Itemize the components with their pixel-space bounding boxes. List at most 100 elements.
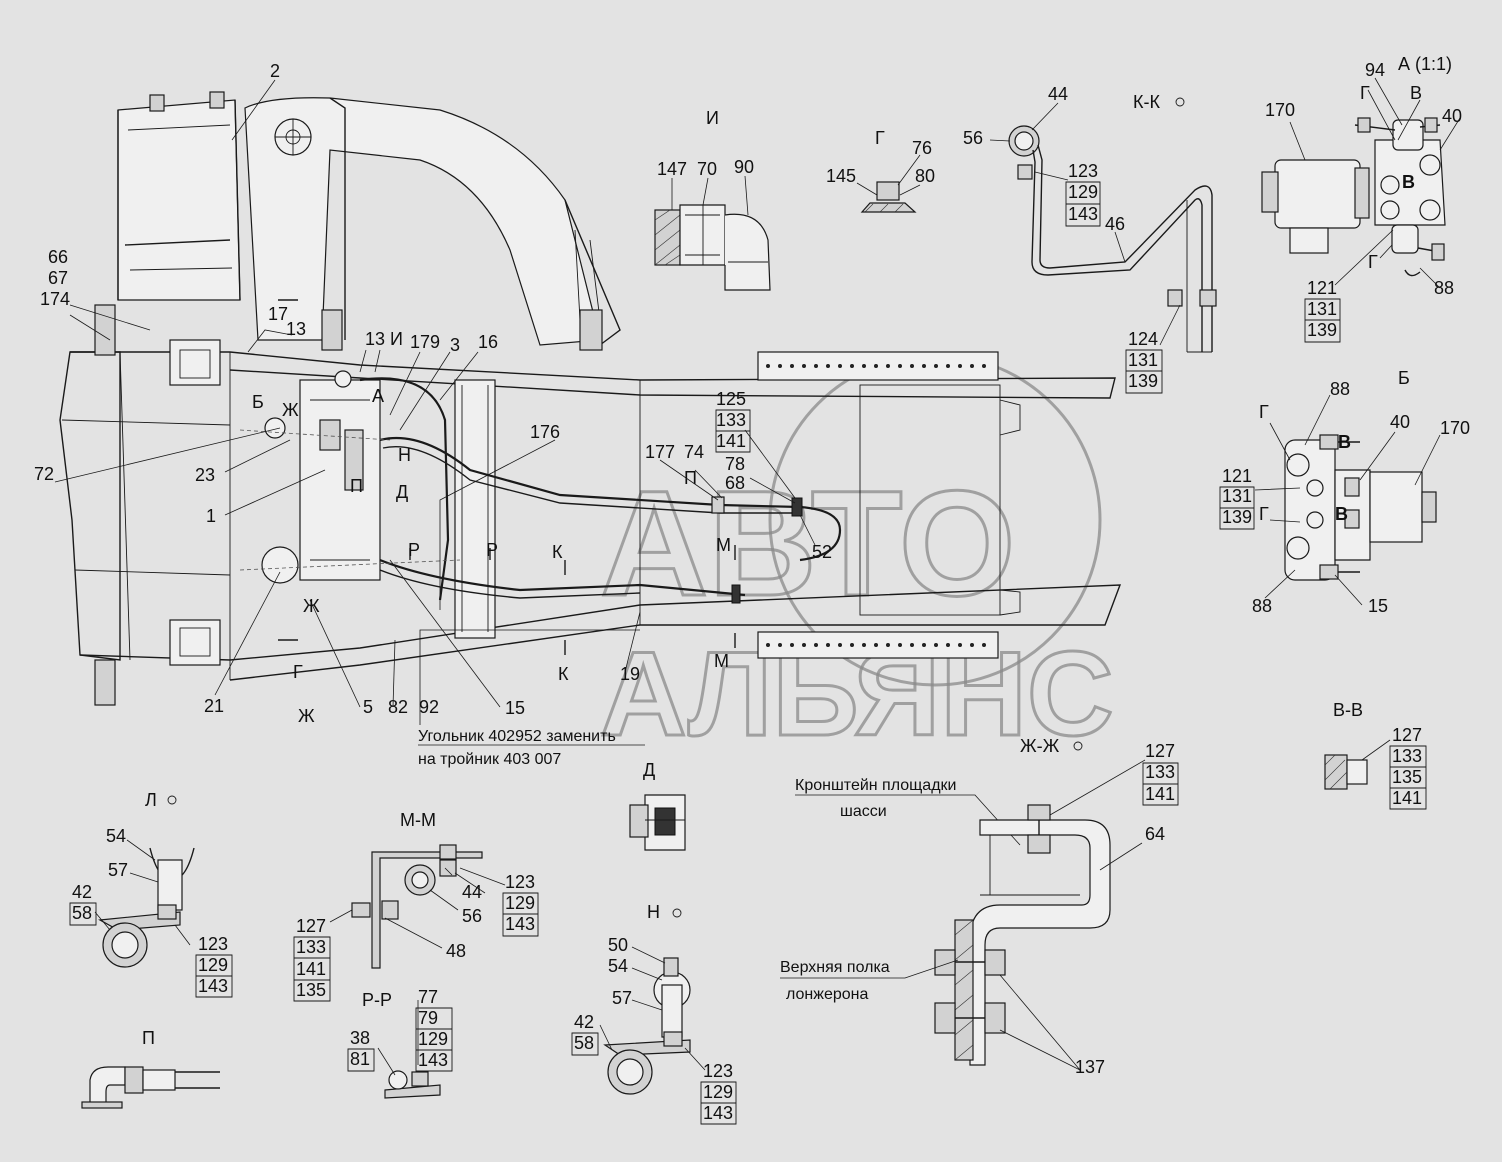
label-176: 176 <box>530 422 560 442</box>
air-duct <box>244 97 601 346</box>
note-replace-line1: Угольник 402952 заменить <box>418 728 616 745</box>
label-76: 76 <box>912 138 932 158</box>
label-1: 1 <box>206 506 216 526</box>
label-42-b: 42 <box>574 1012 594 1032</box>
label-15-a: 15 <box>505 698 525 718</box>
rail-hole <box>826 364 830 368</box>
cab-section <box>59 351 121 661</box>
label-79: 79 <box>418 1008 438 1028</box>
main-assembly-view <box>54 79 1122 725</box>
rail-hole <box>790 643 794 647</box>
label-V-b1: В <box>1338 432 1351 452</box>
rail-hole <box>898 643 902 647</box>
label-15-b: 15 <box>1368 596 1388 616</box>
rail-hole <box>790 364 794 368</box>
label-R-2: Р <box>486 540 498 560</box>
label-143-a: 143 <box>1068 204 1098 224</box>
label-58-a: 58 <box>72 903 92 923</box>
label-5: 5 <box>363 697 373 717</box>
label-G-a1: Г <box>1360 83 1370 103</box>
view-D: Д <box>629 760 686 851</box>
label-123-b: 123 <box>198 934 228 954</box>
label-143-b: 143 <box>198 976 228 996</box>
label-88-b: 88 <box>1330 379 1350 399</box>
label-D-main: Д <box>396 482 408 502</box>
label-127-c: 127 <box>296 916 326 936</box>
rail-hole <box>898 364 902 368</box>
rail-hole <box>838 364 842 368</box>
valve-panel <box>299 379 381 581</box>
label-48: 48 <box>446 941 466 961</box>
rail-hole <box>958 364 962 368</box>
main-view-labels: 2 66 67 174 17 13 13 И 179 3 16 Б Ж 72 2… <box>34 61 832 726</box>
label-133-c: 133 <box>1145 762 1175 782</box>
label-179: 179 <box>410 332 440 352</box>
label-R-1: Р <box>408 540 420 560</box>
view-P: П <box>81 1028 220 1109</box>
label-2: 2 <box>270 61 280 81</box>
label-Zh-1: Ж <box>282 400 299 420</box>
view-R-R: Р-Р 77 79 129 143 38 81 <box>347 987 453 1099</box>
label-174: 174 <box>40 289 70 309</box>
label-141-c: 141 <box>1145 784 1175 804</box>
label-V-b2: В <box>1335 504 1348 524</box>
rail-hole <box>886 643 890 647</box>
label-P-main: П <box>350 476 363 496</box>
label-131-a: 131 <box>1128 350 1158 370</box>
label-77: 77 <box>418 987 438 1007</box>
label-42-a: 42 <box>72 882 92 902</box>
label-141-b: 141 <box>1392 788 1422 808</box>
label-I-main: И <box>390 329 403 349</box>
rail-hole <box>862 643 866 647</box>
rail-hole <box>766 364 770 368</box>
rail-hole <box>970 643 974 647</box>
label-131-c: 131 <box>1222 486 1252 506</box>
label-Zh-3: Ж <box>298 706 315 726</box>
label-88-a: 88 <box>1434 278 1454 298</box>
label-121-b: 121 <box>1222 466 1252 486</box>
view-A-title: А (1:1) <box>1398 54 1452 74</box>
note-bracket-line2: шасси <box>840 803 887 820</box>
label-141-d: 141 <box>296 959 326 979</box>
label-V-a2: В <box>1402 172 1415 192</box>
label-46: 46 <box>1105 214 1125 234</box>
label-54-a: 54 <box>106 826 126 846</box>
label-90: 90 <box>734 157 754 177</box>
rail-hole <box>910 643 914 647</box>
label-13-a: 13 <box>286 319 306 339</box>
label-56-a: 56 <box>963 128 983 148</box>
label-13-b: 13 <box>365 329 385 349</box>
view-N-title: Н <box>647 902 660 922</box>
rail-hole <box>946 643 950 647</box>
label-78: 78 <box>725 454 745 474</box>
view-L: Л 54 57 42 58 123 129 143 <box>69 790 233 998</box>
label-129-e: 129 <box>418 1029 448 1049</box>
label-52: 52 <box>812 542 832 562</box>
view-K-K: К-К 44 56 123 129 143 46 124 131 139 <box>963 84 1217 394</box>
label-K-1: К <box>552 542 563 562</box>
label-135-b: 135 <box>296 980 326 1000</box>
label-80: 80 <box>915 166 935 186</box>
rail-hole <box>886 364 890 368</box>
rail-hole <box>970 364 974 368</box>
label-92: 92 <box>419 697 439 717</box>
label-147: 147 <box>657 159 687 179</box>
solenoid-170-a <box>1274 159 1361 229</box>
label-141-a: 141 <box>716 431 746 451</box>
label-21: 21 <box>204 696 224 716</box>
label-19: 19 <box>620 664 640 684</box>
label-G-b1: Г <box>1259 402 1269 422</box>
label-68: 68 <box>725 473 745 493</box>
rail-hole <box>826 643 830 647</box>
view-N: Н 50 54 57 42 58 123 129 143 <box>571 902 737 1125</box>
rail-hole <box>838 643 842 647</box>
label-133-b: 133 <box>1392 746 1422 766</box>
label-82: 82 <box>388 697 408 717</box>
label-88-c: 88 <box>1252 596 1272 616</box>
label-57-a: 57 <box>108 860 128 880</box>
rail-hole <box>802 364 806 368</box>
watermark: АВТО АЛЬЯНС <box>599 353 1115 763</box>
label-16: 16 <box>478 332 498 352</box>
rail-hole <box>982 364 986 368</box>
